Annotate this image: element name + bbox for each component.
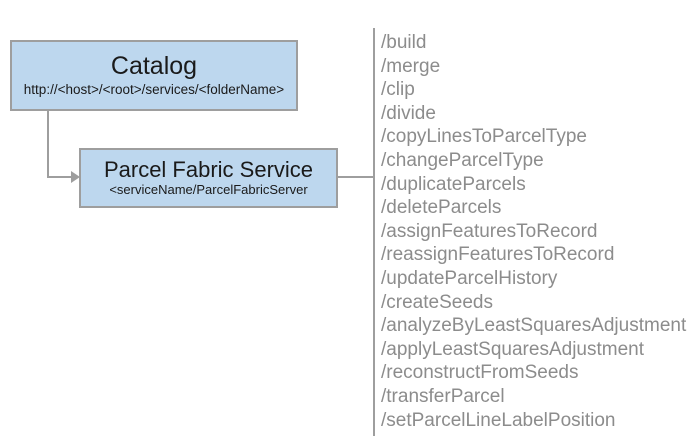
operation-item: /deleteParcels <box>381 197 502 219</box>
node-catalog-title: Catalog <box>110 52 198 81</box>
operation-item: /divide <box>381 102 436 124</box>
connector-catalog-horizontal <box>47 176 73 178</box>
operation-item: /assignFeaturesToRecord <box>381 220 598 242</box>
operation-item: /duplicateParcels <box>381 173 526 195</box>
arrowhead-icon <box>71 171 80 183</box>
operations-list-divider <box>373 28 375 436</box>
operation-item: /transferParcel <box>381 385 505 407</box>
node-parcel-fabric-service-url: <serviceName/ParcelFabricServer <box>109 182 308 198</box>
operation-item: /updateParcelHistory <box>381 267 558 289</box>
operation-item: /setParcelLineLabelPosition <box>381 409 616 431</box>
operations-list: /build/merge/clip/divide/copyLinesToParc… <box>381 31 687 432</box>
connector-catalog-vertical <box>47 111 49 177</box>
operation-item: /merge <box>381 55 441 77</box>
operation-item: /analyzeByLeastSquaresAdjustment <box>381 315 687 337</box>
node-parcel-fabric-service-title: Parcel Fabric Service <box>103 157 314 183</box>
node-catalog-url: http://<host>/<root>/services/<folderNam… <box>23 81 285 97</box>
operation-item: /applyLeastSquaresAdjustment <box>381 338 644 360</box>
operation-item: /reassignFeaturesToRecord <box>381 244 615 266</box>
node-parcel-fabric-service: Parcel Fabric Service <serviceName/Parce… <box>79 148 338 208</box>
node-catalog: Catalog http://<host>/<root>/services/<f… <box>10 40 298 111</box>
operation-item: /build <box>381 32 427 53</box>
operation-item: /clip <box>381 79 415 101</box>
connector-service-to-operations <box>338 176 374 178</box>
operation-item: /changeParcelType <box>381 149 544 171</box>
operation-item: /copyLinesToParcelType <box>381 126 587 148</box>
operation-item: /reconstructFromSeeds <box>381 362 579 384</box>
operation-item: /createSeeds <box>381 291 493 313</box>
